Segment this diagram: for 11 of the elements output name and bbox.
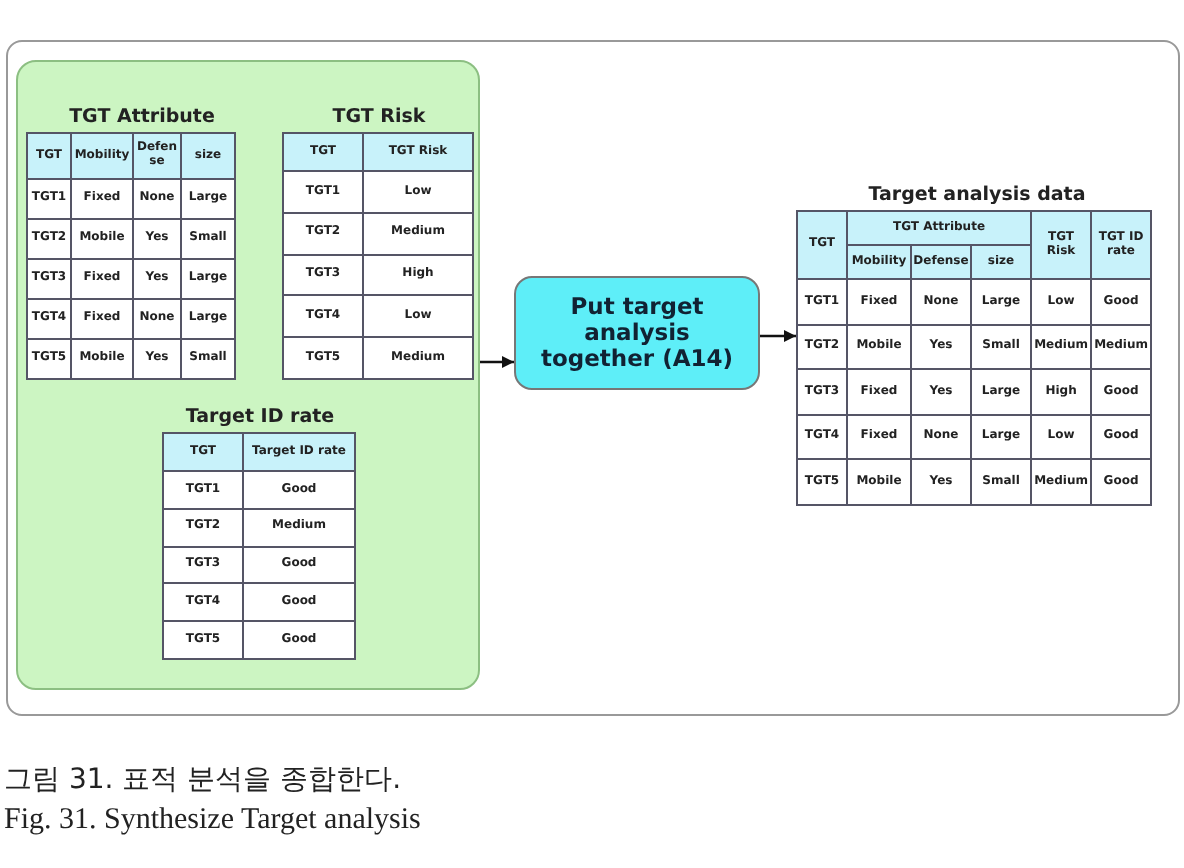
process-label: Put target analysis together (A14)	[538, 293, 735, 373]
table-title: Target analysis data	[866, 184, 1088, 206]
table-title: TGT Risk	[330, 106, 428, 128]
figure-caption: 그림 31. 표적 분석을 종합한다.	[4, 762, 402, 798]
arrow	[760, 330, 796, 342]
table-title: TGT Attribute	[67, 106, 217, 128]
arrow	[480, 356, 514, 368]
panel-background	[16, 60, 480, 690]
figure-caption: Fig. 31. Synthesize Target analysis	[4, 804, 421, 838]
table-title: Target ID rate	[183, 406, 337, 428]
process-box	[514, 276, 760, 390]
